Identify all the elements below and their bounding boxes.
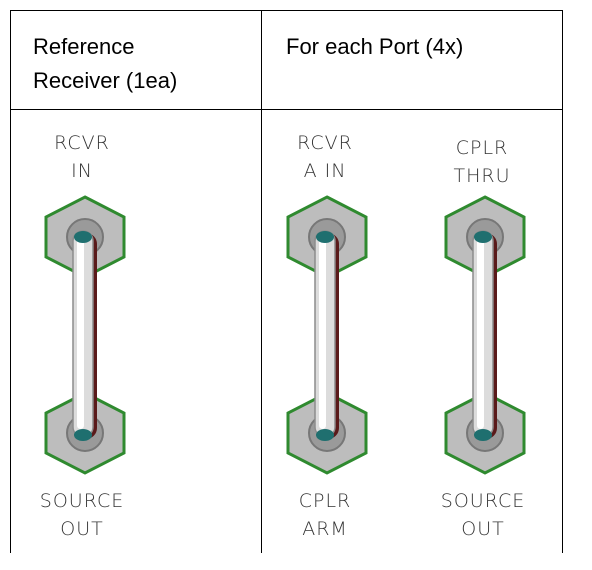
jumper-3-top-line1: CPLR (455, 137, 509, 159)
jumper-3-cable-body (472, 230, 497, 441)
jumper-3-bottom-label: SOURCE OUT (441, 490, 525, 540)
table-border-top (10, 10, 562, 11)
jumper-2-bottom-line2: ARM (302, 518, 348, 540)
jumper-2-top-label: RCVR A IN (297, 132, 353, 182)
jumper-3-bottom-line2: OUT (461, 518, 505, 540)
jumper-1-bottom-line2: OUT (60, 518, 104, 540)
jumper-2-cable[interactable] (282, 195, 372, 475)
jumper-1-top-line2: IN (71, 160, 93, 182)
connection-table: Reference Receiver (1ea) For each Port (… (10, 10, 582, 570)
jumper-3-top-label: CPLR THRU (453, 137, 510, 187)
jumper-1-bottom-line1: SOURCE (39, 490, 125, 512)
jumper-3-bottom-line1: SOURCE (440, 490, 526, 512)
jumper-2-cable-body (314, 230, 339, 441)
jumper-3-top-line2: THRU (453, 165, 511, 187)
header-reference-line2: Receiver (1ea) (33, 68, 178, 93)
jumper-1-bottom-label: SOURCE OUT (40, 490, 124, 540)
header-each-port: For each Port (4x) (286, 30, 463, 64)
header-reference-receiver: Reference Receiver (1ea) (33, 30, 177, 98)
jumper-2-bottom-line1: CPLR (298, 490, 352, 512)
header-port-line1: For each Port (4x) (286, 34, 464, 59)
jumper-1-cable-body (72, 230, 97, 441)
jumper-1-top-label: RCVR IN (54, 132, 110, 182)
table-column-divider (261, 10, 262, 553)
table-border-left (10, 10, 11, 553)
table-header-divider (10, 109, 562, 110)
jumper-1-cable[interactable] (40, 195, 130, 475)
table-border-right (562, 10, 563, 553)
jumper-3-cable[interactable] (440, 195, 530, 475)
jumper-2-top-line1: RCVR (297, 132, 353, 154)
jumper-2-bottom-label: CPLR ARM (299, 490, 352, 540)
header-reference-line1: Reference (33, 34, 135, 59)
jumper-1-top-line1: RCVR (54, 132, 110, 154)
jumper-2-top-line2: A IN (303, 160, 347, 182)
